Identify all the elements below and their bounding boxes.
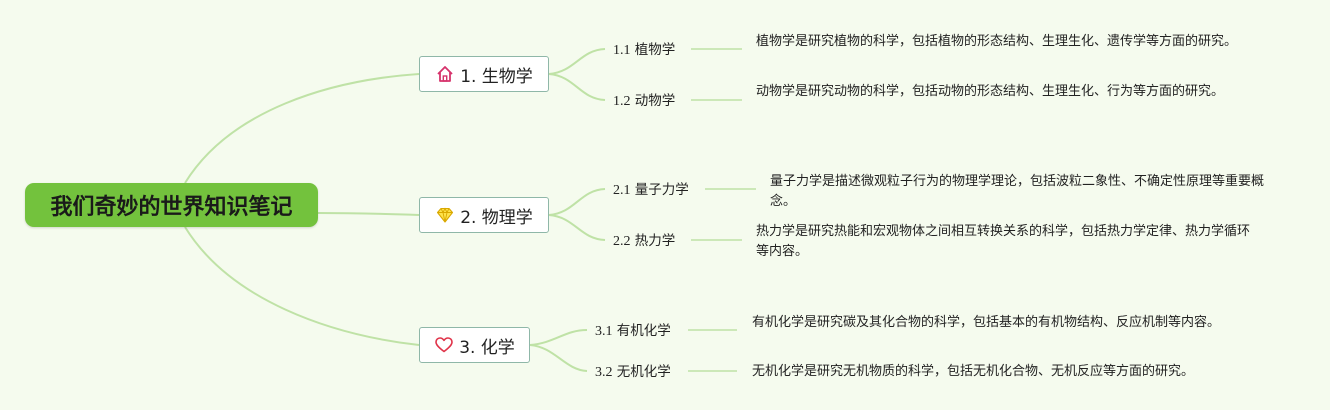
- link-topic-3-sub-1: [529, 329, 588, 346]
- description-zoology: 动物学是研究动物的科学，包括动物的形态结构、生理生化、行为等方面的研究。: [756, 84, 1225, 99]
- link-root-topic-3: [184, 226, 420, 346]
- link-root-topic-2: [317, 212, 420, 216]
- link-topic-3-sub-2: [529, 344, 588, 372]
- subtopic-inorganic-chemistry[interactable]: 3.2 无机化学: [595, 364, 671, 380]
- description-inorganic-chemistry: 无机化学是研究无机物质的科学，包括无机化合物、无机反应等方面的研究。: [752, 364, 1195, 379]
- topic-label: 1. 生物学: [460, 66, 533, 87]
- description-botany: 植物学是研究植物的科学，包括植物的形态结构、生理生化、遗传学等方面的研究。: [756, 34, 1238, 49]
- root-title: 我们奇妙的世界知识笔记: [50, 195, 293, 220]
- subtopic-botany[interactable]: 1.1 植物学: [613, 42, 676, 58]
- diamond-icon: [435, 205, 455, 225]
- description-thermodynamics: 热力学是研究热能和宏观物体之间相互转换关系的科学，包括热力学定律、热力学循环等内…: [756, 224, 1251, 259]
- topic-physics[interactable]: 2. 物理学: [419, 197, 549, 233]
- subtopic-thermodynamics[interactable]: 2.2 热力学: [613, 233, 676, 249]
- subtopic-organic-chemistry[interactable]: 3.1 有机化学: [595, 323, 671, 339]
- link-topic-1-sub-1: [548, 48, 606, 75]
- link-topic-2-sub-1: [548, 188, 606, 216]
- subtopic-quantum-mechanics[interactable]: 2.1 量子力学: [613, 182, 689, 198]
- link-topic-2-sub-2: [548, 214, 606, 241]
- topic-label: 2. 物理学: [460, 207, 533, 228]
- root-topic[interactable]: 我们奇妙的世界知识笔记: [25, 183, 318, 227]
- subtopic-zoology[interactable]: 1.2 动物学: [613, 93, 676, 109]
- description-quantum-mechanics: 量子力学是描述微观粒子行为的物理学理论，包括波粒二象性、不确定性原理等重要概念。: [770, 174, 1265, 209]
- house-icon: [435, 64, 455, 84]
- link-root-topic-1: [184, 73, 420, 184]
- topic-biology[interactable]: 1. 生物学: [419, 56, 549, 92]
- description-organic-chemistry: 有机化学是研究碳及其化合物的科学，包括基本的有机物结构、反应机制等内容。: [752, 315, 1221, 330]
- topic-label: 3. 化学: [459, 337, 515, 358]
- link-topic-1-sub-2: [548, 73, 606, 101]
- heart-icon: [434, 335, 454, 355]
- topic-chemistry[interactable]: 3. 化学: [419, 327, 530, 363]
